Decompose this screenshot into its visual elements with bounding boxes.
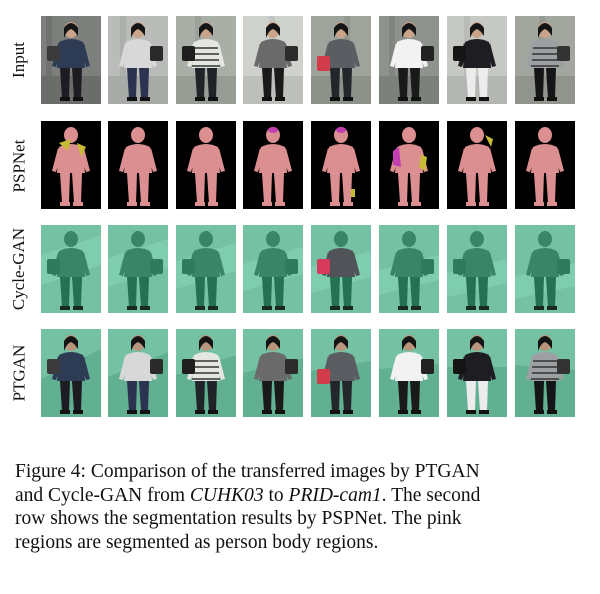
- seg-image-3: [176, 121, 236, 209]
- cycle-image-2: [108, 225, 168, 313]
- seg-image-8: [515, 121, 575, 209]
- row-label-input: Input: [8, 42, 28, 78]
- row-label-pspnet: PSPNet: [9, 139, 29, 193]
- caption-line-4: regions are segmented as person body reg…: [15, 531, 379, 553]
- input-image-6: [379, 16, 439, 104]
- ptgan-image-8: [515, 329, 575, 417]
- cycle-image-1: [41, 225, 101, 313]
- seg-image-2: [108, 121, 168, 209]
- cycle-image-4: [243, 225, 303, 313]
- ptgan-image-4: [243, 329, 303, 417]
- ptgan-image-2: [108, 329, 168, 417]
- cycle-image-3: [176, 225, 236, 313]
- input-image-4: [243, 16, 303, 104]
- seg-image-4: [243, 121, 303, 209]
- input-image-1: [41, 16, 101, 104]
- seg-image-7: [447, 121, 507, 209]
- caption-line-2: and Cycle-GAN from CUHK03 to PRID-cam1. …: [15, 484, 481, 506]
- row-label-cycle-gan: Cycle-GAN: [9, 227, 28, 311]
- input-image-5: [311, 16, 371, 104]
- caption-line-3: row shows the segmentation results by PS…: [15, 508, 462, 529]
- cycle-image-6: [379, 225, 439, 313]
- ptgan-image-6: [379, 329, 439, 417]
- input-image-7: [447, 16, 507, 104]
- input-image-3: [176, 16, 236, 104]
- cycle-image-5: [311, 225, 371, 313]
- figure-caption: Figure 4: Comparison of the transferred …: [15, 460, 587, 554]
- cycle-image-8: [515, 225, 575, 313]
- figure-4: Input PSPNet Cycle-GAN PTGAN: [8, 16, 575, 417]
- input-image-8: [515, 16, 575, 104]
- seg-image-5: [311, 121, 371, 209]
- row-label-ptgan: PTGAN: [9, 344, 29, 402]
- input-image-2: [108, 16, 168, 104]
- cycle-image-7: [447, 225, 507, 313]
- ptgan-image-1: [41, 329, 101, 417]
- ptgan-image-7: [447, 329, 507, 417]
- seg-image-6: [379, 121, 439, 209]
- caption-line-1: Figure 4: Comparison of the transferred …: [15, 461, 480, 482]
- ptgan-image-5: [311, 329, 371, 417]
- ptgan-image-3: [176, 329, 236, 417]
- seg-image-1: [41, 121, 101, 209]
